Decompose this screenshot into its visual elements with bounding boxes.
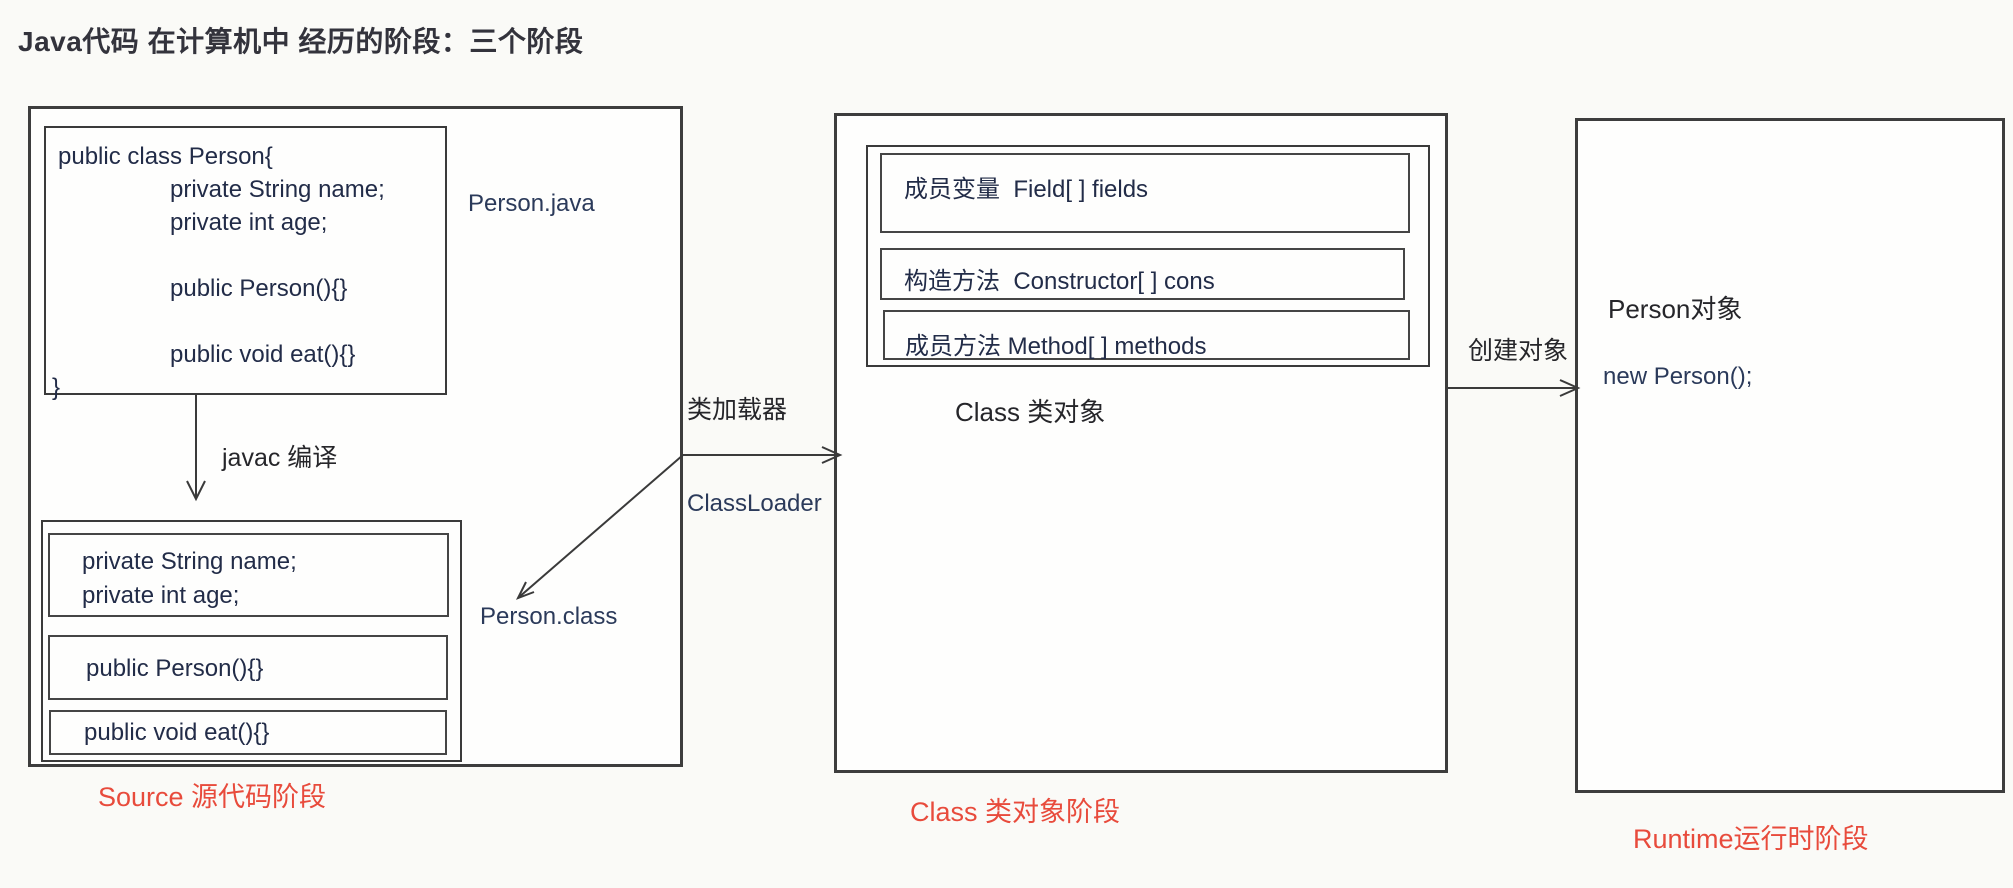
create-object-label: 创建对象 — [1468, 337, 1569, 365]
person-object-label: Person对象 — [1608, 294, 1743, 324]
class-fields-label: 成员变量 Field[ ] fields — [904, 176, 1149, 203]
bytecode-fields-lines: private String name; private int age; — [50, 535, 447, 613]
code-line: private String name; — [170, 176, 385, 203]
bytecode-method-box: public void eat(){} — [49, 710, 447, 755]
bytecode-field-line: private int age; — [82, 582, 240, 609]
code-line — [46, 305, 445, 338]
new-person-code: new Person(); — [1603, 363, 1753, 390]
code-line — [46, 239, 445, 272]
bytecode-constructor-box: public Person(){} — [48, 635, 448, 700]
classloader-en-label: ClassLoader — [687, 490, 822, 517]
javac-compile-label: javac 编译 — [222, 444, 338, 472]
bytecode-fields-box: private String name; private int age; — [48, 533, 449, 617]
code-line: public void eat(){} — [170, 341, 356, 368]
bytecode-constructor-line: public Person(){} — [86, 655, 264, 682]
classloader-arrow — [683, 446, 843, 464]
runtime-stage-box — [1575, 118, 2005, 793]
code-line: } — [52, 374, 61, 401]
class-methods-box: 成员方法 Method[ ] methods — [883, 310, 1410, 360]
classloader-zh-label: 类加载器 — [687, 396, 788, 424]
source-code-block: public class Person{ private String name… — [46, 128, 445, 404]
source-code-box: public class Person{ private String name… — [44, 126, 447, 401]
bytecode-method-line: public void eat(){} — [84, 719, 270, 746]
source-file-label: Person.java — [468, 190, 595, 217]
class-constructors-label: 构造方法 Constructor[ ] cons — [904, 268, 1215, 295]
code-line: private int age; — [170, 209, 328, 236]
class-fields-box: 成员变量 Field[ ] fields — [880, 153, 1410, 233]
class-methods-label: 成员方法 Method[ ] methods — [905, 333, 1207, 360]
code-line: public Person(){} — [170, 275, 348, 302]
bytecode-field-line: private String name; — [82, 548, 297, 575]
code-line: public class Person{ — [58, 143, 273, 170]
page-title: Java代码 在计算机中 经历的阶段：三个阶段 — [18, 26, 584, 57]
runtime-stage-label: Runtime运行时阶段 — [1633, 824, 1869, 854]
class-stage-label: Class 类对象阶段 — [910, 797, 1121, 827]
bytecode-file-label: Person.class — [480, 603, 618, 630]
create-object-arrow — [1448, 379, 1581, 397]
class-object-label: Class 类对象 — [955, 397, 1106, 427]
class-constructors-box: 构造方法 Constructor[ ] cons — [880, 248, 1405, 300]
source-stage-label: Source 源代码阶段 — [98, 782, 327, 812]
